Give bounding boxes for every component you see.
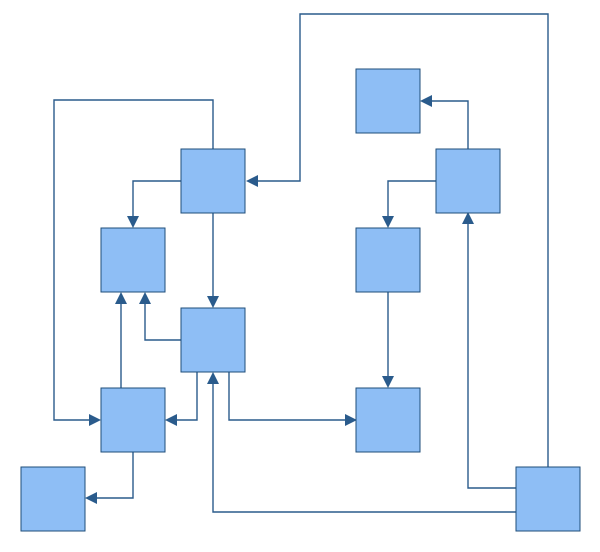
arrowhead — [85, 492, 97, 504]
edges — [53, 13, 549, 513]
node-n5[interactable] — [355, 227, 421, 293]
node-n1[interactable] — [20, 466, 86, 532]
edge-n8-n9 — [228, 372, 345, 421]
edge-n8-n7 — [177, 372, 198, 421]
edge-n10-n8 — [212, 384, 516, 513]
nodes — [20, 68, 581, 532]
node-n3[interactable] — [435, 148, 501, 214]
edge-n7-n1 — [97, 452, 134, 499]
edge-n4-n7 — [53, 99, 214, 421]
arrowhead — [462, 212, 474, 224]
edge-n10-n3 — [467, 224, 516, 489]
node-n10[interactable] — [515, 466, 581, 532]
arrowhead — [115, 292, 127, 304]
edge-n10-n4 — [258, 13, 549, 468]
node-n7[interactable] — [100, 387, 166, 453]
arrowhead — [89, 414, 101, 426]
node-n6[interactable] — [100, 227, 166, 293]
arrowhead — [382, 376, 394, 388]
node-n2[interactable] — [355, 68, 421, 134]
arrowhead — [246, 175, 258, 187]
node-n4[interactable] — [180, 148, 246, 214]
arrowhead — [420, 95, 432, 107]
arrowhead — [207, 296, 219, 308]
arrowhead — [165, 414, 177, 426]
arrowhead — [207, 372, 219, 384]
arrowhead — [127, 216, 139, 228]
node-n9[interactable] — [355, 387, 421, 453]
arrowhead — [382, 216, 394, 228]
node-n8[interactable] — [180, 307, 246, 373]
edge-n3-n5 — [387, 180, 436, 216]
arrowhead — [139, 292, 151, 304]
arrowhead — [345, 414, 357, 426]
edge-n3-n2 — [432, 100, 469, 149]
edge-n8-n6 — [144, 304, 181, 341]
edge-n4-n6 — [132, 180, 181, 216]
